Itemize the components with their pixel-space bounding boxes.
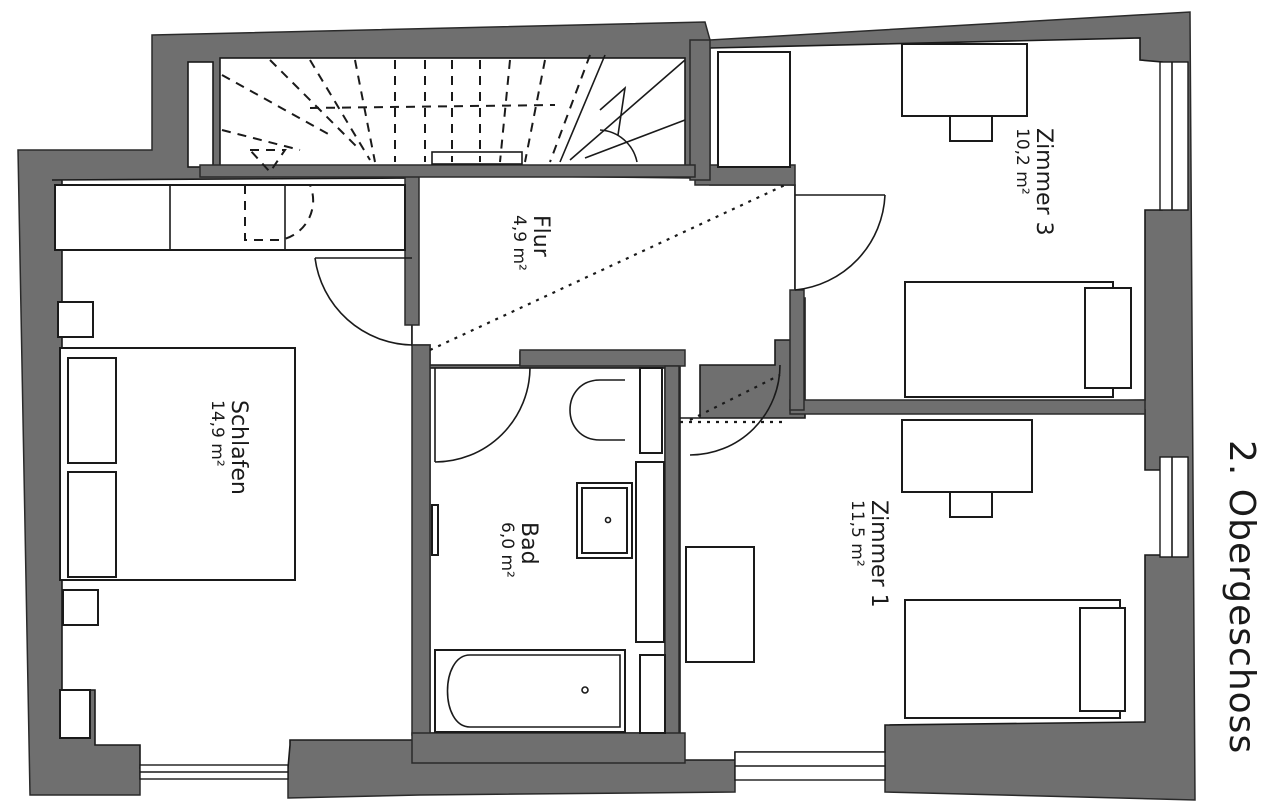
zimmer1-door — [680, 364, 785, 456]
schlafen-door — [314, 184, 786, 351]
room-name: Flur — [528, 215, 553, 257]
room-label-bad: Bad 6,0 m² — [496, 522, 541, 578]
room-label-zimmer3: Zimmer 3 10,2 m² — [1011, 128, 1056, 236]
room-area: 14,9 m² — [206, 400, 227, 467]
bad-door — [434, 367, 531, 463]
interior-walls — [199, 39, 1146, 764]
room-area: 11,5 m² — [846, 500, 867, 567]
staircase — [221, 54, 686, 174]
wardrobe — [54, 184, 406, 251]
room-name: Zimmer 3 — [1031, 128, 1056, 236]
zimmer3-furniture — [717, 43, 1189, 398]
room-name: Bad — [516, 522, 541, 565]
bad-fixtures — [431, 367, 666, 734]
zimmer3-door — [794, 194, 886, 291]
room-label-flur: Flur 4,9 m² — [508, 215, 553, 271]
room-area: 6,0 m² — [496, 522, 517, 578]
room-name: Schlafen — [226, 400, 251, 495]
schlafen-furniture — [57, 301, 296, 780]
room-label-zimmer1: Zimmer 1 11,5 m² — [846, 500, 891, 608]
floor-title: 2. Obergeschoss — [1221, 440, 1262, 755]
room-name: Zimmer 1 — [866, 500, 891, 608]
room-area: 10,2 m² — [1011, 128, 1032, 195]
zimmer1-furniture — [685, 419, 1189, 781]
room-area: 4,9 m² — [508, 215, 529, 271]
room-label-schlafen: Schlafen 14,9 m² — [206, 400, 251, 495]
